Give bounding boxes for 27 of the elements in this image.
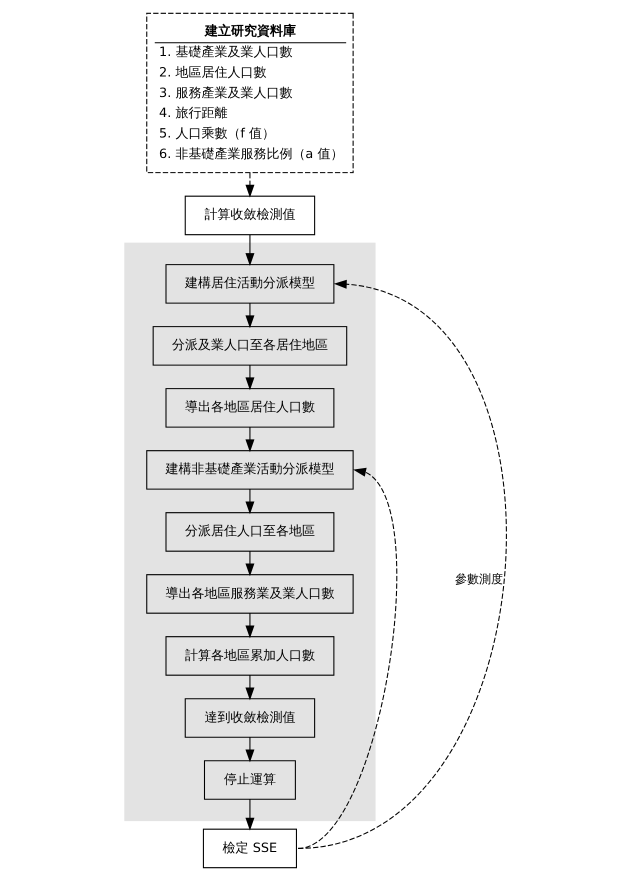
cluster — [124, 242, 376, 822]
arrow — [244, 613, 254, 638]
node-box: 達到收斂檢測值 — [184, 698, 315, 738]
node-box: 分派及業人口至各居住地區 — [152, 326, 347, 366]
node-box: 導出各地區居住人口數 — [164, 388, 334, 428]
arrow — [244, 551, 254, 576]
node-box: 停止運算 — [203, 760, 296, 800]
arrow — [244, 800, 254, 831]
edge-label: 參數測度 — [454, 572, 503, 586]
node-box: 分派居住人口至各地區 — [164, 512, 334, 552]
arrow — [244, 234, 254, 266]
node-box: 計算收斂檢測值 — [184, 196, 315, 236]
arrow — [244, 365, 254, 390]
arrow — [244, 737, 254, 762]
arrow — [244, 427, 254, 452]
arrow — [297, 468, 397, 849]
arrow — [244, 172, 254, 198]
node-box: 檢定 SSE — [202, 828, 296, 868]
node-box: 導出各地區服務業及業人口數 — [146, 574, 354, 614]
node-box: 建構居住活動分派模型 — [164, 264, 334, 304]
arrow — [244, 675, 254, 700]
arrow — [244, 489, 254, 514]
arrow — [244, 303, 254, 328]
node-box: 建構非基礎產業活動分派模型 — [146, 450, 354, 490]
node-box: 建立研究資料庫 1. 基礎產業及業人口數 2. 地區居住人口數 3. 服務產業及業人口數 4. 旅行距離 5. 人口乘數（f 值） 6. 非基礎產業服務比例（a 值） — [146, 12, 354, 174]
arrow — [297, 280, 506, 849]
node-box: 計算各地區累加人口數 — [164, 636, 334, 676]
